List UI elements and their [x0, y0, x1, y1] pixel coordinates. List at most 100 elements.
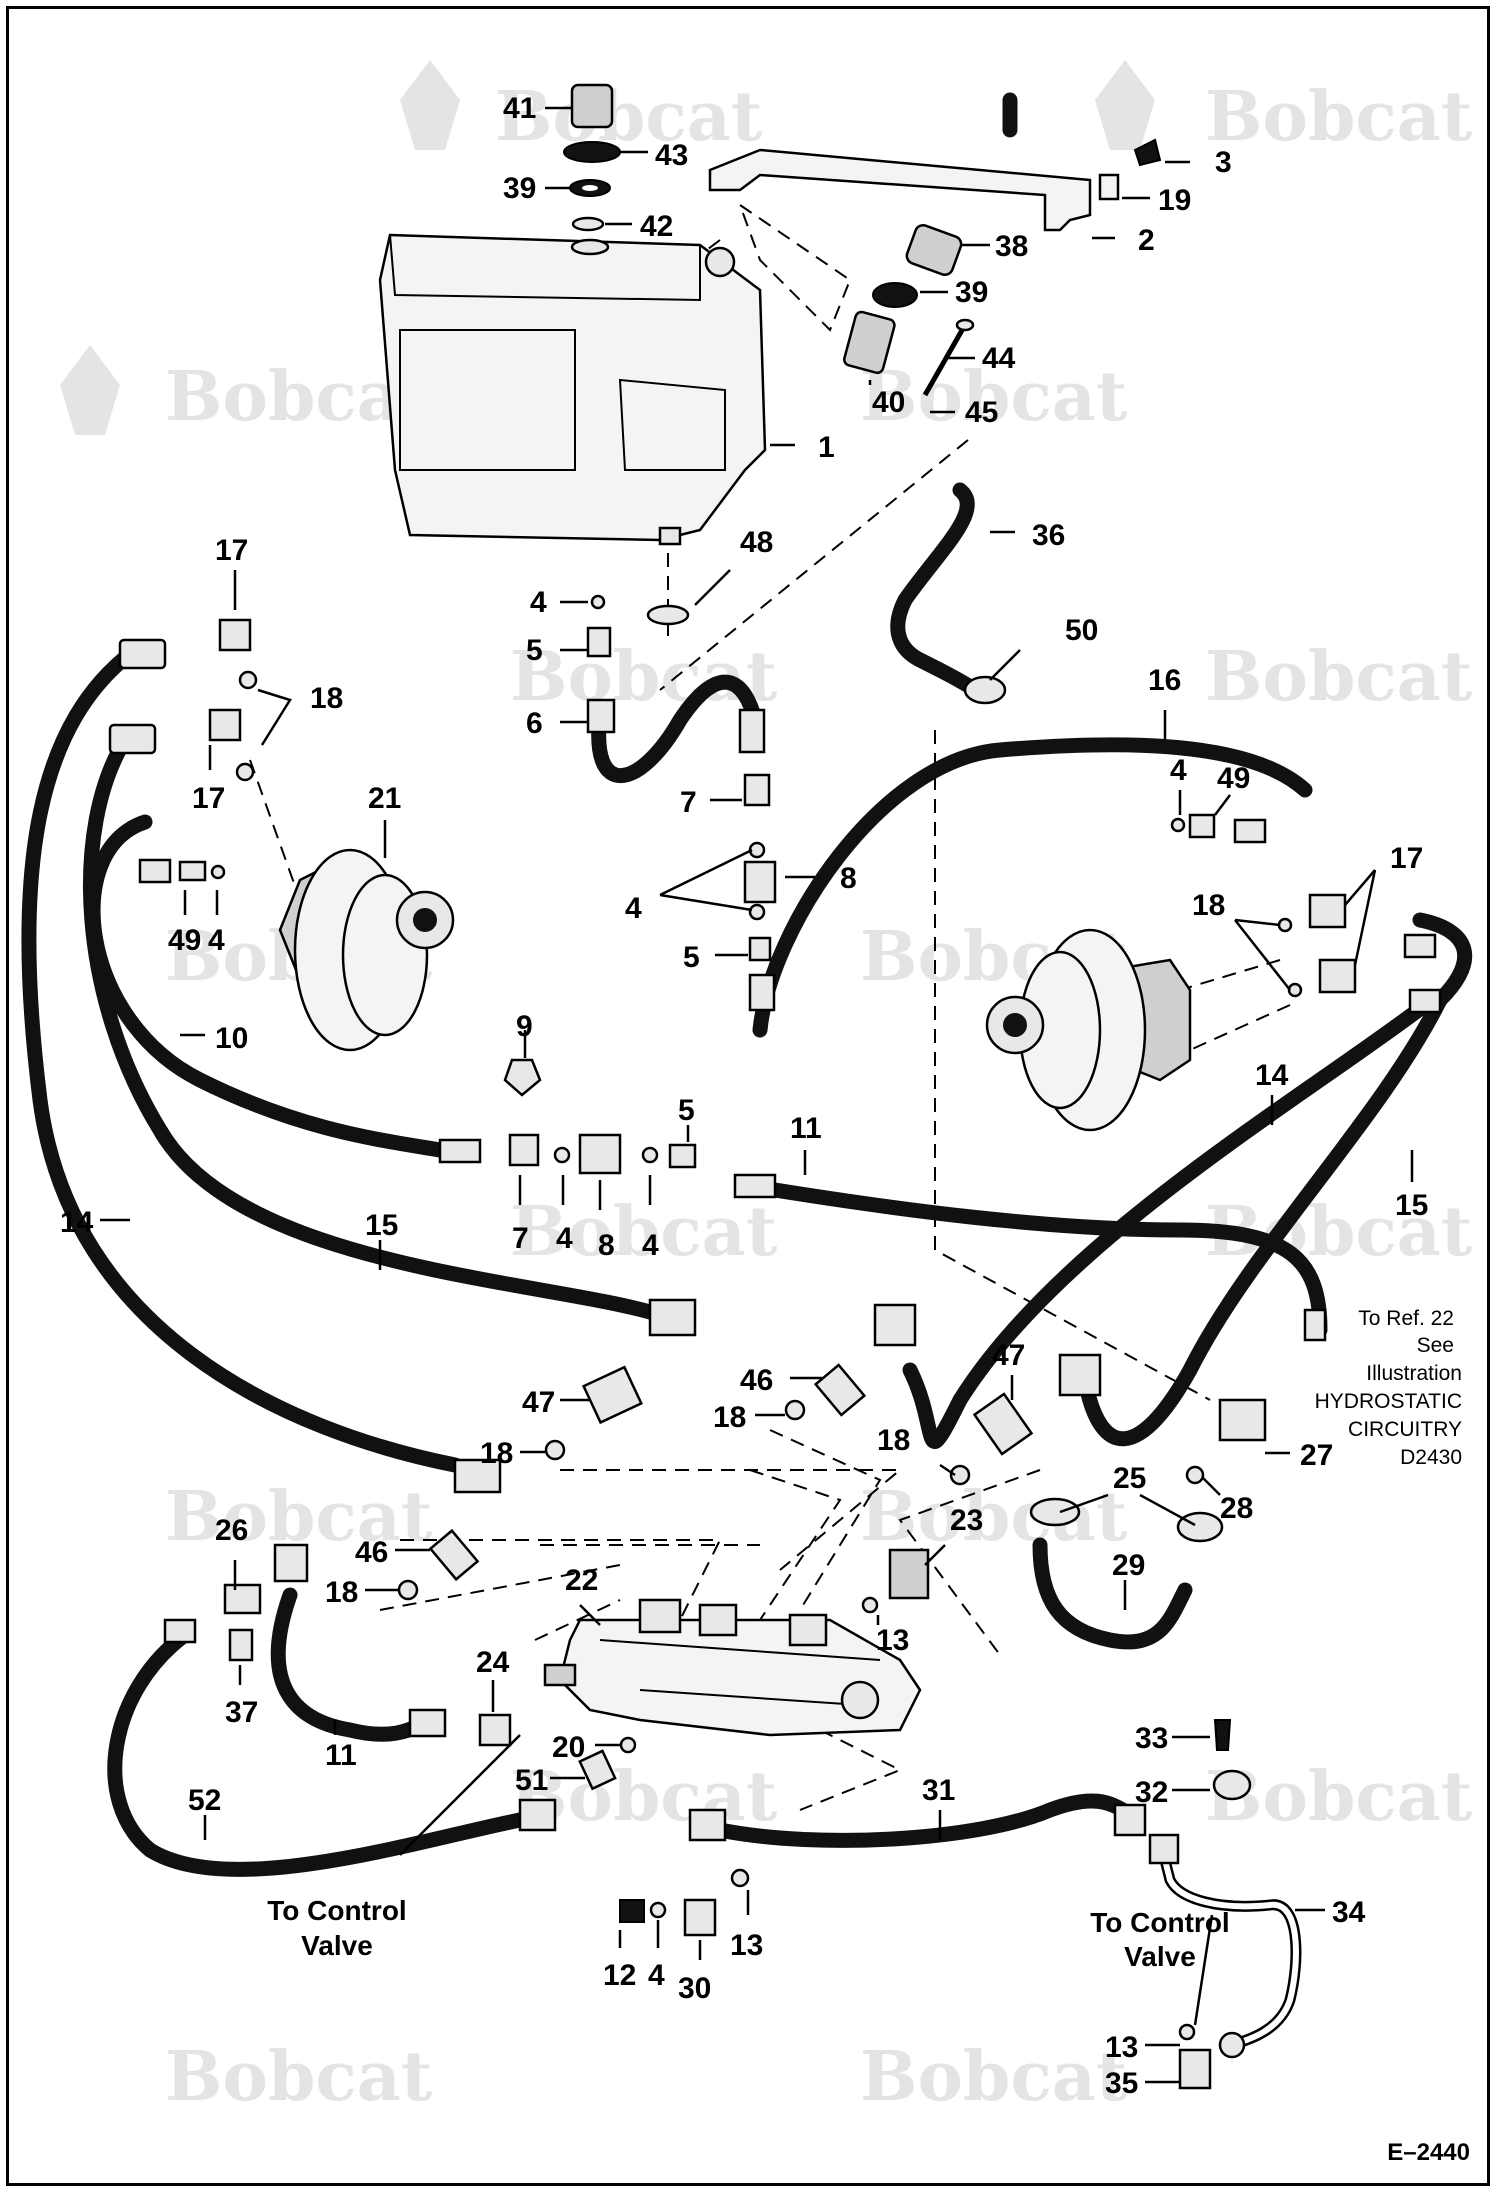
pump-guide: [898, 1469, 1041, 1656]
elbow-30: [683, 1898, 717, 1937]
drive-motor-right: [985, 928, 1192, 1132]
hose-end-11-b: [1303, 1308, 1327, 1342]
oring-4-f: [553, 1146, 571, 1164]
hose-6: [591, 674, 763, 783]
callout-11: 11: [790, 1112, 822, 1145]
bracket-guide: [737, 202, 852, 332]
note-line: Illustration: [1366, 1362, 1462, 1385]
adapter-5-b: [748, 936, 772, 962]
callout-4: 4: [625, 892, 642, 925]
leader: [989, 649, 1021, 681]
filler-guide: [659, 439, 969, 691]
oring-13-d: [1178, 2023, 1196, 2041]
callout-13: 13: [876, 1624, 909, 1657]
clamp-48: [646, 604, 690, 626]
watermark-text: Bobcat: [860, 357, 1128, 437]
motor-right-guide: [1179, 959, 1281, 991]
pump-shaft: [543, 1663, 577, 1687]
leader: [939, 1463, 956, 1477]
leader: [1234, 918, 1291, 991]
callout-49: 49: [168, 924, 201, 957]
callout-45: 45: [965, 396, 998, 429]
tank-filler-neck: [570, 238, 610, 256]
hose-end-31: [1113, 1803, 1147, 1837]
callout-18: 18: [877, 1424, 910, 1457]
watermark-logo: [400, 60, 460, 150]
oring-4-c: [748, 841, 766, 859]
hose-14-left: [21, 642, 463, 1473]
leader: [1202, 1477, 1221, 1496]
tube-34-inner: [1157, 1839, 1299, 2048]
hose-end-11: [733, 1173, 777, 1199]
oring-13: [861, 1596, 879, 1614]
elbow-17-b: [208, 708, 242, 742]
hose-end-10-b: [438, 1138, 482, 1164]
callout-39: 39: [955, 276, 988, 309]
hose-end-6: [586, 698, 616, 734]
hose-end-right-b: [1408, 988, 1442, 1014]
callout-47: 47: [992, 1339, 1025, 1372]
oring-18-e: [544, 1439, 566, 1461]
leader: [659, 848, 753, 912]
oring-18-g: [784, 1399, 806, 1421]
leader: [257, 688, 292, 746]
hoses: [21, 92, 1473, 1877]
adapter-49: [178, 860, 207, 882]
oring-28: [1185, 1465, 1205, 1485]
oring-18: [238, 670, 258, 690]
elbow-17: [218, 618, 252, 652]
leader-lines: [100, 106, 1414, 2084]
tube-34-end: [1148, 1833, 1180, 1865]
hose-end-right: [1403, 933, 1437, 959]
note-line: See: [1417, 1334, 1454, 1357]
hose-14-right: [902, 997, 1433, 1449]
hose-end-16: [748, 973, 776, 1012]
clamp-32: [1212, 1769, 1252, 1801]
adapter-24: [478, 1713, 512, 1747]
plug-9: [503, 1058, 542, 1097]
note-control-valve-left: To Control Valve: [267, 1895, 406, 1961]
pump-guide: [400, 1539, 722, 1621]
note-line: CIRCUITRY: [1348, 1418, 1462, 1441]
pump-guide: [379, 1564, 621, 1611]
pump-gear-section: [840, 1680, 880, 1720]
hose-end-6-b: [738, 708, 766, 754]
callout-21: 21: [368, 782, 401, 815]
filler-cap-38: [905, 224, 963, 276]
callout-11: 11: [325, 1739, 357, 1772]
leader: [399, 1734, 521, 1856]
ring-42: [571, 216, 605, 232]
strainer-40: [843, 310, 896, 375]
tee-7-b: [508, 1133, 540, 1167]
note-ref22: To Ref. 22 See Illustration HYDROSTATIC …: [1315, 1307, 1462, 1469]
oring-4-h: [649, 1901, 667, 1919]
callout-24: 24: [476, 1646, 510, 1679]
callout-44: 44: [982, 342, 1016, 375]
oring-18-h: [949, 1464, 971, 1486]
callout-18: 18: [713, 1401, 746, 1434]
elbow-17-d: [1318, 958, 1357, 994]
hose-end: [118, 638, 167, 670]
bolt-33: [1213, 1719, 1232, 1751]
callout-4: 4: [1170, 754, 1187, 787]
hose-11-bottom: [270, 1587, 428, 1742]
callout-27: 27: [1300, 1439, 1333, 1472]
fitting-47-b: [972, 1392, 1034, 1456]
oring-4-g: [641, 1146, 659, 1164]
callout-17: 17: [1390, 842, 1423, 875]
hose36-guide: [934, 730, 1211, 1401]
callouts: 41 43 39 42 3 19 2 38 39 44 40 45 1 36 4…: [60, 92, 1428, 2100]
watermark-text: Bobcat: [165, 1477, 433, 1557]
oring-18-d: [1287, 982, 1303, 998]
dipstick-handle: [955, 318, 975, 332]
motor-left-guide: [249, 759, 301, 901]
callout-52: 52: [188, 1784, 221, 1817]
oring-18-c: [1277, 917, 1293, 933]
callout-4: 4: [556, 1222, 573, 1255]
tank-body: [378, 233, 767, 542]
oring-4-top: [590, 594, 606, 610]
elbow-52: [518, 1798, 557, 1832]
callout-32: 32: [1135, 1776, 1168, 1809]
callout-5: 5: [683, 941, 700, 974]
tank-panel: [399, 329, 576, 471]
